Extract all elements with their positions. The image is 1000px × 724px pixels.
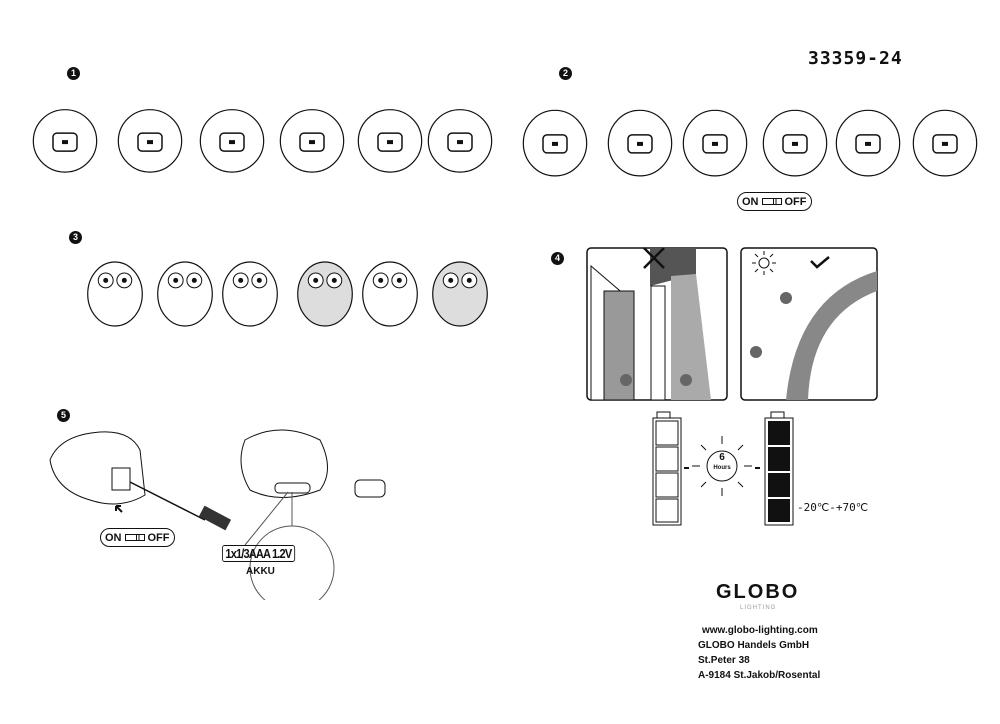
- figurine-back-step2-1: [522, 109, 588, 177]
- figurine-back: [49, 431, 146, 505]
- battery-replacement-diagram: [49, 429, 386, 600]
- figurine-back-4: [279, 109, 345, 173]
- part-number: 33359-24: [808, 48, 903, 69]
- battery-type: AKKU: [246, 566, 275, 577]
- figurine-front-5: [362, 261, 418, 327]
- on-label: ON: [105, 531, 122, 544]
- light-path: [786, 271, 877, 400]
- step-4-marker: 4: [551, 252, 564, 265]
- website-text: www.globo-lighting.com: [702, 625, 818, 636]
- figurine-back-step2-4: [762, 109, 828, 177]
- empty-battery-icon: [652, 411, 682, 526]
- magnifier-callout: [249, 525, 335, 600]
- cross-icon: [643, 247, 665, 269]
- step-3-marker: 3: [69, 231, 82, 244]
- step-1-marker: 1: [67, 67, 80, 80]
- figurine-back-6: [427, 109, 493, 173]
- figurine-back-step2-2: [607, 109, 673, 177]
- globo-logo-sub: LIGHTING: [740, 605, 777, 611]
- sun-icon: [758, 257, 770, 269]
- on-off-switch-diagram-step5: ON OFF: [100, 528, 175, 547]
- figurine-front-3: [222, 261, 278, 327]
- switch-icon: [124, 534, 145, 541]
- off-label: OFF: [784, 195, 807, 208]
- figurine-front-6: [432, 261, 488, 327]
- check-icon: [810, 256, 830, 269]
- figurine-back-step2-5: [835, 109, 901, 177]
- figurine-back-step2-6: [912, 109, 978, 177]
- figurine-back-2: [117, 109, 183, 173]
- figurine-back-3: [199, 109, 265, 173]
- figurine-back-step2-3: [682, 109, 748, 177]
- sun-icon: [692, 436, 752, 496]
- street-address: St.Peter 38: [698, 655, 750, 666]
- figurine-front-1: [87, 261, 143, 327]
- city-address: A-9184 St.Jakob/Rosental: [698, 670, 821, 681]
- temperature-range: -20℃-+70℃: [797, 501, 869, 514]
- full-battery-icon: [764, 411, 794, 526]
- figurine-bottom: [240, 429, 328, 498]
- on-label: ON: [742, 195, 759, 208]
- figurine-back-1: [32, 109, 98, 173]
- charge-hours-value: 6: [719, 452, 725, 463]
- figurine-front-4: [297, 261, 353, 327]
- placement-diagram: [586, 247, 878, 401]
- charge-hours-unit: Hours: [713, 465, 731, 471]
- charging-diagram: [652, 411, 794, 526]
- off-label: OFF: [147, 531, 170, 544]
- figurine-front-2: [157, 261, 213, 327]
- figurine-back-5: [357, 109, 423, 173]
- on-off-switch-diagram: ON OFF: [737, 192, 812, 211]
- step-2-marker: 2: [559, 67, 572, 80]
- battery-spec: 1x1/3AAA 1.2V: [222, 545, 295, 562]
- globo-logo: GLOBO: [716, 581, 800, 603]
- company-name: GLOBO Handels GmbH: [698, 640, 810, 651]
- step-5-marker: 5: [57, 409, 70, 422]
- switch-icon: [761, 198, 782, 205]
- battery-cover: [354, 479, 386, 498]
- screwdriver-icon: [129, 481, 206, 521]
